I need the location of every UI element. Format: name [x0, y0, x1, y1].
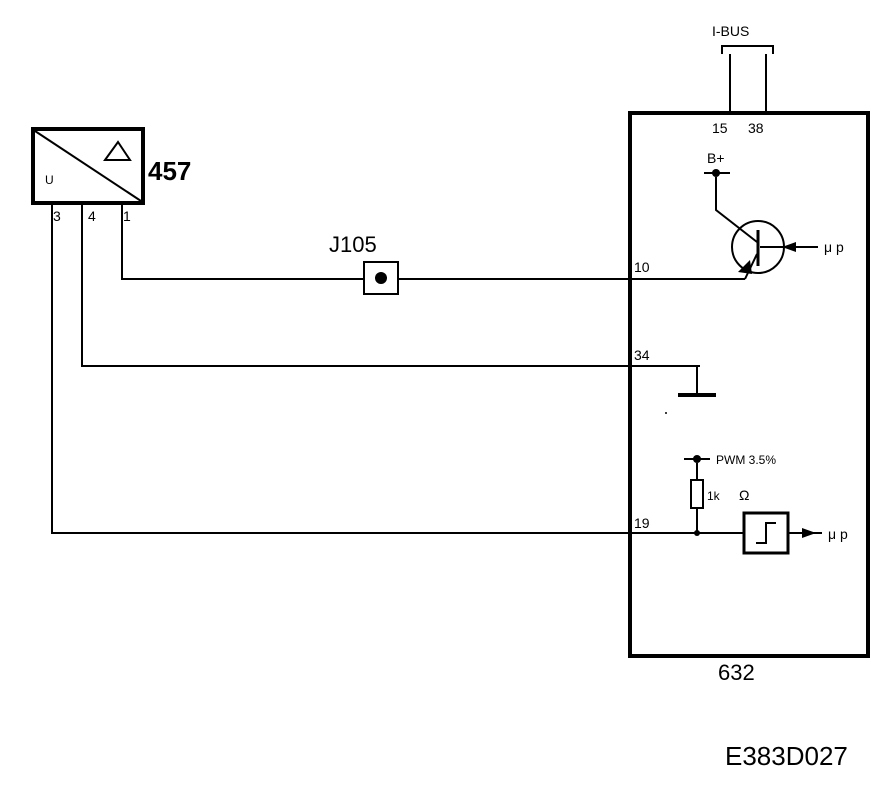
module-pin-38: 38 [748, 120, 764, 136]
resistor-value: 1k [707, 489, 721, 503]
sensor-side-label: U [45, 173, 54, 187]
transistor-collector [715, 177, 758, 243]
module-pin-34: 34 [634, 347, 650, 363]
resistor-unit: Ω [739, 487, 749, 503]
schmitt-symbol-icon [756, 522, 776, 544]
sensor-pin-3: 3 [53, 208, 61, 224]
module-box [628, 111, 870, 658]
module-pin-19: 19 [634, 515, 650, 531]
junction-dot [694, 530, 700, 536]
wire-pin3-to-pin19 [51, 203, 744, 534]
connector-label: J105 [329, 232, 377, 257]
base-arrow-icon [782, 242, 796, 252]
sensor-457: U 457 3 4 1 [31, 127, 191, 224]
resistor-icon [690, 479, 704, 509]
out-arrow-icon [802, 528, 816, 538]
bus-label: I-BUS [712, 23, 749, 39]
stray-dot [665, 412, 667, 414]
supply-label: B+ [707, 150, 725, 166]
micro-label-top: μ p [824, 239, 844, 255]
figure-code: E383D027 [725, 741, 848, 771]
signal-input: PWM 3.5% 1k Ω μ p [684, 453, 848, 555]
i-bus: I-BUS [712, 23, 774, 113]
module-ground [665, 366, 716, 414]
emitter-arrow-icon [738, 260, 752, 274]
sensor-box [31, 127, 145, 205]
module-pin-10: 10 [634, 259, 650, 275]
bus-brace [721, 45, 774, 54]
sensor-symbol-icon [103, 140, 132, 161]
connector-dot [375, 272, 387, 284]
transistor-emitter [744, 253, 758, 280]
pwm-label: PWM 3.5% [716, 453, 776, 467]
wire-pin4-to-pin34 [81, 203, 700, 367]
connector-j105: J105 [329, 232, 399, 295]
sensor-id-label: 457 [148, 156, 191, 186]
sensor-pin-1: 1 [123, 208, 131, 224]
sensor-pin-4: 4 [88, 208, 96, 224]
module-pin-15: 15 [712, 120, 728, 136]
transistor-driver: B+ μ p [704, 150, 844, 280]
sensor-diagonal [34, 130, 142, 202]
micro-label-bottom: μ p [828, 526, 848, 542]
wire-pin1-to-j105 [121, 203, 364, 280]
module-632: 632 15 38 10 34 19 [628, 111, 870, 685]
module-id-label: 632 [718, 660, 755, 685]
